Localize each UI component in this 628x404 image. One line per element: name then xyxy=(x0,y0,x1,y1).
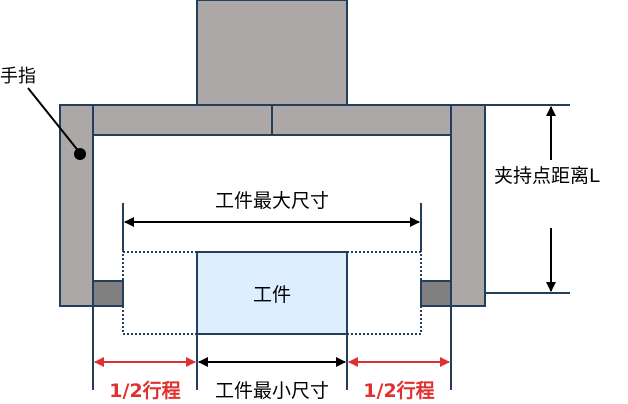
workpiece-label: 工件 xyxy=(253,284,291,306)
half-stroke-label-right: 1/2行程 xyxy=(363,379,434,402)
max-size-label: 工件最大尺寸 xyxy=(215,190,329,212)
pad-left xyxy=(92,280,124,307)
finger-label: 手指 xyxy=(0,66,36,87)
finger-callout-dot xyxy=(74,148,86,160)
jaw-bar-right xyxy=(271,104,452,136)
workpiece xyxy=(196,251,348,335)
min-size-label: 工件最小尺寸 xyxy=(215,380,329,402)
pad-right xyxy=(420,280,452,307)
gripper-body-top xyxy=(196,0,348,106)
finger-right xyxy=(450,104,486,307)
finger-left xyxy=(59,104,94,307)
jaw-bar-left xyxy=(92,104,273,136)
finger-callout-line xyxy=(27,87,81,154)
grip-distance-label: 夹持点距离L xyxy=(494,165,600,187)
half-stroke-label-left: 1/2行程 xyxy=(109,379,180,402)
